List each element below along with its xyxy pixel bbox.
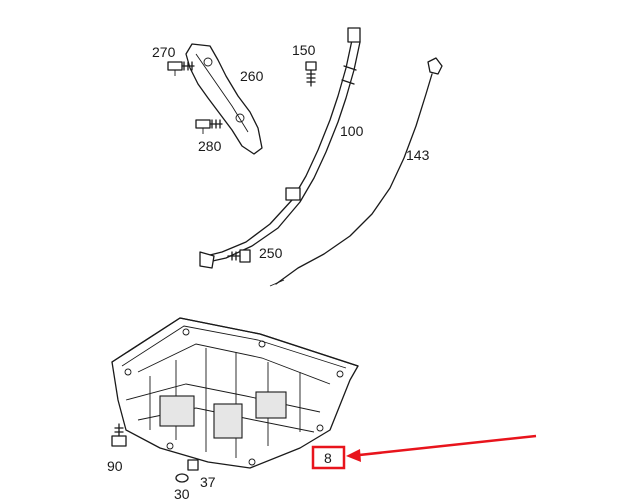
label-100: 100 xyxy=(340,123,364,139)
callout-arrowhead xyxy=(346,449,361,462)
label-260: 260 xyxy=(240,68,264,84)
label-90: 90 xyxy=(107,458,123,474)
washer-30 xyxy=(175,473,189,483)
bolt-270 xyxy=(167,61,195,76)
highlight-box xyxy=(311,445,346,470)
label-37: 37 xyxy=(200,474,216,490)
oil-pan-8 xyxy=(111,317,359,469)
highlight-callout xyxy=(311,434,537,470)
label-30: 30 xyxy=(174,486,190,501)
dipstick-tube-100 xyxy=(199,27,361,269)
label-270: 270 xyxy=(152,44,176,60)
bolt-250 xyxy=(227,249,251,263)
bracket-260 xyxy=(185,43,263,155)
callout-line xyxy=(349,434,537,458)
label-250: 250 xyxy=(259,245,283,261)
label-280: 280 xyxy=(198,138,222,154)
bolt-280 xyxy=(195,119,223,134)
label-143: 143 xyxy=(406,147,430,163)
bolt-90 xyxy=(111,423,127,447)
dipstick-143 xyxy=(269,57,443,287)
bolt-150 xyxy=(305,61,317,87)
label-150: 150 xyxy=(292,42,316,58)
label-8: 8 xyxy=(324,450,332,466)
drain-plug-37 xyxy=(187,459,199,471)
